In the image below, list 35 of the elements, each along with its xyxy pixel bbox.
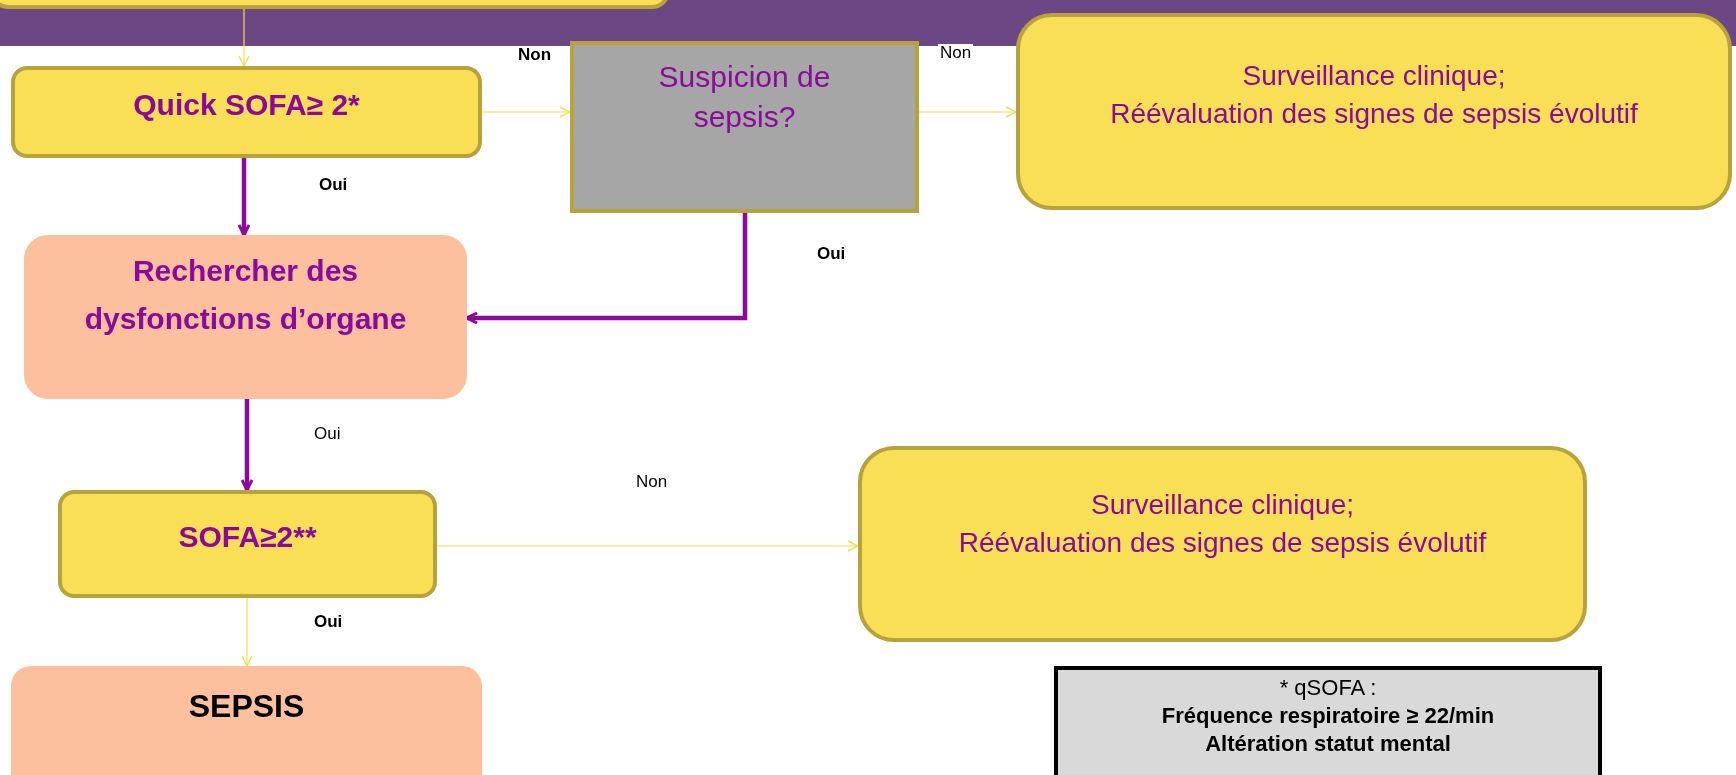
node-text: Quick SOFA≥ 2* <box>133 87 360 123</box>
node-text: Réévaluation des signes de sepsis évolutif <box>1110 97 1638 131</box>
process-box <box>1016 13 1732 210</box>
node-text: Fréquence respiratoire ≥ 22/min <box>1161 702 1495 730</box>
node-text: Surveillance clinique; <box>1242 59 1506 93</box>
arrow <box>918 106 1017 118</box>
node-text: Réévaluation des signes de sepsis évolutif <box>958 526 1487 560</box>
node-text: SEPSIS <box>188 687 305 726</box>
arrow <box>465 213 748 325</box>
node-text: * qSOFA : <box>1279 674 1377 702</box>
arrow <box>436 540 859 552</box>
node-text: Suspicion de sepsis? <box>657 59 832 135</box>
edge-label: Oui <box>317 176 350 193</box>
edge-label: Non <box>634 473 670 490</box>
node-text: Surveillance clinique; <box>1090 488 1354 522</box>
note-box <box>1054 666 1602 775</box>
edge-label: Oui <box>312 425 343 442</box>
node-text: Rechercher des dysfonctions d’organe <box>83 253 408 337</box>
node-text: SOFA≥2** <box>178 519 317 555</box>
node-text: Altération statut mental <box>1205 730 1451 758</box>
result-box <box>11 666 482 775</box>
edge-label: Non <box>516 46 554 63</box>
process-box <box>858 446 1587 642</box>
arrow <box>237 158 251 237</box>
edge-label: Oui <box>815 245 848 262</box>
arrow <box>481 106 571 118</box>
arrow <box>241 597 253 667</box>
arrow <box>238 8 250 67</box>
edge-label: Non <box>938 44 974 61</box>
edge-label: Oui <box>312 613 345 630</box>
process-box <box>24 235 467 399</box>
decision-box <box>58 490 437 598</box>
decision-box <box>11 66 482 158</box>
arrow <box>240 399 254 492</box>
decision-box <box>570 41 919 213</box>
